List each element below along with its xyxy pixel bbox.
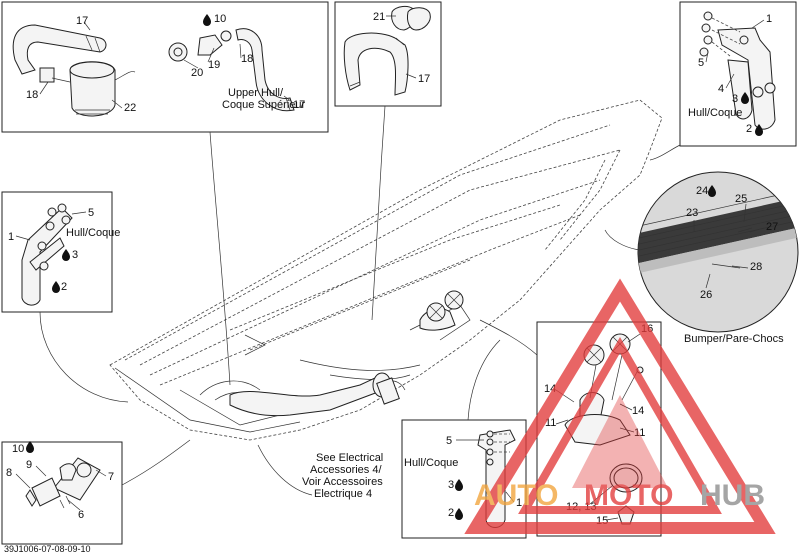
callout: 20 bbox=[191, 67, 203, 79]
callout: 25 bbox=[735, 193, 747, 205]
callout: 10 bbox=[12, 443, 24, 455]
callout: 2 bbox=[448, 507, 454, 519]
callout: 5 bbox=[698, 57, 704, 69]
callout: 27 bbox=[766, 221, 778, 233]
callout: 1 bbox=[8, 231, 14, 243]
panel-hose-loop: 21 17 bbox=[334, 1, 442, 107]
callout: 26 bbox=[700, 289, 712, 301]
callout: 9 bbox=[26, 459, 32, 471]
callout: 8 bbox=[6, 467, 12, 479]
callout: 21 bbox=[373, 11, 385, 23]
hull-coque-label: Hull/Coque bbox=[404, 457, 458, 469]
callout: 11 bbox=[634, 427, 645, 439]
callout: 19 bbox=[208, 59, 220, 71]
vent-grill-icon bbox=[426, 290, 464, 322]
see-electrical-line: Voir Accessoires bbox=[302, 476, 383, 488]
hull-drawing bbox=[109, 99, 663, 441]
upper-hull-label-fr: Coque Supérieur bbox=[222, 99, 306, 111]
callout: 1 bbox=[516, 497, 522, 509]
callout: 14 bbox=[632, 405, 644, 417]
panel-hull-bracket-top: 1 5 4 3 2 Hull/Coque bbox=[679, 1, 797, 147]
callout: 17 bbox=[418, 73, 430, 85]
bumper-label: Bumper/Pare-Chocs bbox=[684, 333, 784, 345]
watermark-text-hub: HUB bbox=[700, 479, 765, 512]
callout: 28 bbox=[750, 261, 762, 273]
see-electrical-line: Accessories 4/ bbox=[310, 464, 382, 476]
callout: 5 bbox=[446, 435, 452, 447]
callout: 22 bbox=[124, 102, 136, 114]
hull-coque-label: Hull/Coque bbox=[688, 107, 742, 119]
oil-drop-icon bbox=[52, 281, 60, 293]
callout: 18 bbox=[241, 53, 253, 65]
oil-drop-icon bbox=[755, 124, 763, 136]
callout: 7 bbox=[108, 471, 114, 483]
callout: 6 bbox=[78, 509, 84, 521]
see-electrical-note: See Electrical Accessories 4/ Voir Acces… bbox=[302, 452, 383, 500]
oil-drop-icon bbox=[708, 185, 716, 197]
oil-drop-icon bbox=[741, 92, 749, 104]
oil-drop-icon bbox=[455, 508, 463, 520]
oil-drop-icon bbox=[455, 479, 463, 491]
callout: 3 bbox=[732, 93, 738, 105]
callout: 2 bbox=[746, 123, 752, 135]
hull-coque-label: Hull/Coque bbox=[66, 227, 120, 239]
callout: 2 bbox=[61, 281, 67, 293]
upper-hull-label: Upper Hull/ bbox=[228, 87, 284, 99]
callout: 24 bbox=[696, 185, 708, 197]
oil-drop-icon bbox=[26, 441, 34, 453]
leader-lines bbox=[39, 105, 681, 496]
panel-vents: 16 14 14 11 11 12, 13 15 bbox=[536, 321, 662, 537]
callout: 3 bbox=[72, 249, 78, 261]
footer-code: 39J1006-07-08-09-10 bbox=[4, 544, 91, 554]
panel-hull-bracket-left: 5 1 3 2 Hull/Coque bbox=[1, 191, 120, 313]
watermark-text-moto: MOTO bbox=[584, 479, 673, 512]
callout: 18 bbox=[26, 89, 38, 101]
watermark-text-auto: AUTO bbox=[474, 479, 558, 512]
oil-drop-icon bbox=[203, 14, 211, 26]
callout: 17 bbox=[293, 99, 305, 111]
callout: 4 bbox=[718, 83, 724, 95]
see-electrical-line: Electrique 4 bbox=[314, 488, 372, 500]
callout: 1 bbox=[766, 13, 772, 25]
oil-drop-icon bbox=[62, 249, 70, 261]
callout: 11 bbox=[545, 417, 556, 429]
callout: 3 bbox=[448, 479, 454, 491]
bumper-detail: 24 25 23 27 28 26 bbox=[637, 171, 799, 333]
panel-bilge-pump: 17 10 18 19 20 18 22 17 Upper Hull/ Coqu… bbox=[1, 1, 329, 133]
watermark-logo: AUTO MOTO HUB bbox=[464, 278, 776, 534]
callout: 10 bbox=[214, 13, 226, 25]
panel-drain-plug: 10 9 8 7 6 bbox=[1, 441, 123, 545]
callout: 5 bbox=[88, 207, 94, 219]
see-electrical-line: See Electrical bbox=[316, 452, 383, 464]
callout: 23 bbox=[686, 207, 698, 219]
